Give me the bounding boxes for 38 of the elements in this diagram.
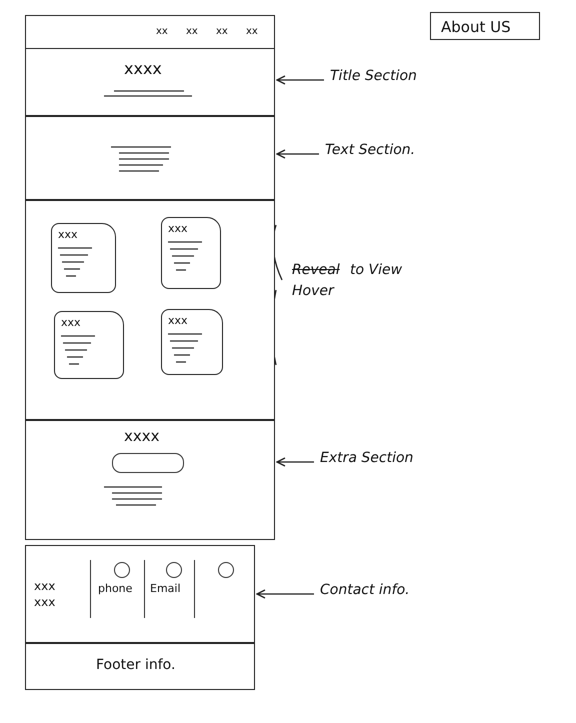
card	[54, 311, 124, 379]
contact-label: phone	[98, 582, 132, 595]
heading-text: xxxx	[124, 59, 162, 78]
card-heading: xxx	[58, 228, 78, 241]
card-grid-section	[25, 200, 275, 420]
footer-text: Footer info.	[96, 657, 176, 673]
arrow	[276, 149, 319, 159]
annotation-text: Contact info.	[320, 582, 470, 606]
arrow	[276, 457, 314, 467]
arrow	[276, 75, 324, 85]
nav-link: xx	[156, 26, 168, 37]
card-heading: xxx	[168, 314, 188, 327]
annotation-text: Text Section.	[325, 142, 465, 166]
contact-label: Email	[150, 582, 181, 595]
nav-link: xx	[186, 26, 198, 37]
nav-link: xx	[246, 26, 258, 37]
annotation-text: Extra Section	[320, 450, 460, 474]
text-section	[25, 116, 275, 200]
card	[161, 309, 223, 375]
footer-section	[25, 643, 255, 690]
title-section	[25, 48, 275, 116]
header-bar	[25, 15, 275, 49]
annotation-text: to View	[350, 262, 402, 278]
arrow	[256, 589, 314, 599]
extra-section	[25, 420, 275, 540]
annotation-text: Hover	[292, 283, 334, 299]
card	[51, 223, 116, 293]
card	[161, 217, 221, 289]
page-name: About US	[441, 18, 511, 36]
card-heading: xxx	[61, 316, 81, 329]
card-heading: xxx	[168, 222, 188, 235]
contact-section	[25, 545, 255, 643]
annotation-text: Title Section	[330, 68, 460, 92]
page-name-box	[430, 12, 540, 40]
contact-text: xxx xxx	[34, 578, 56, 610]
nav-link: xx	[216, 26, 228, 37]
struck-annotation-text: Reveal	[292, 262, 340, 278]
heading-text: xxxx	[124, 427, 160, 445]
